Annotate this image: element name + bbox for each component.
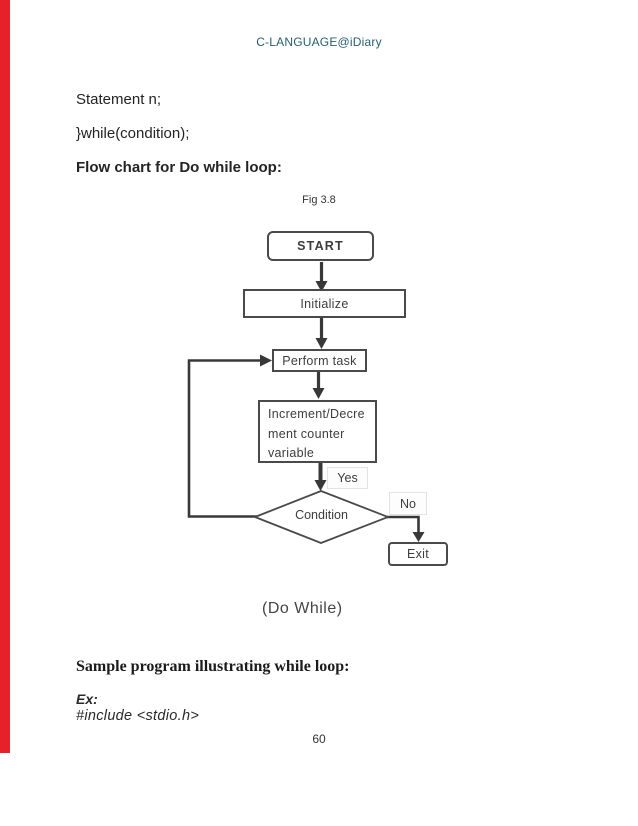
figure-label: Fig 3.8 <box>302 194 336 206</box>
flowchart-node-start: START <box>267 231 374 261</box>
arrow-increment-to-condition <box>314 463 327 491</box>
arrow-start-to-initialize <box>315 262 328 292</box>
flowchart-node-condition-label: Condition <box>295 508 348 522</box>
text-ex-label: Ex: <box>76 691 98 707</box>
arrow-initialize-to-perform <box>315 318 328 349</box>
increment-line-1: Increment/Decre <box>268 407 365 421</box>
flowchart-node-perform-task: Perform task <box>272 349 367 372</box>
document-header-title: C-LANGUAGE@iDiary <box>256 35 382 49</box>
text-include-line: #include <stdio.h> <box>76 708 200 724</box>
page-number: 60 <box>312 732 326 746</box>
flowchart-node-initialize: Initialize <box>243 289 406 318</box>
arrow-perform-to-increment <box>312 372 325 399</box>
arrow-no-condition-to-exit <box>386 515 425 542</box>
heading-sample-program: Sample program illustrating while loop: <box>76 658 350 675</box>
edge-label-no: No <box>389 492 427 515</box>
text-statement-line: Statement n; <box>76 91 162 108</box>
red-margin-bar <box>0 0 10 753</box>
flowchart-node-increment-counter: Increment/Decre ment counter variable <box>258 400 377 463</box>
text-while-line: }while(condition); <box>76 125 190 142</box>
flowchart-node-exit: Exit <box>388 542 448 566</box>
edge-label-yes: Yes <box>327 467 368 489</box>
increment-line-3: variable <box>268 446 315 460</box>
increment-line-2: ment counter <box>268 426 345 441</box>
flowchart-caption: (Do While) <box>262 600 343 617</box>
heading-flowchart: Flow chart for Do while loop: <box>76 159 282 176</box>
